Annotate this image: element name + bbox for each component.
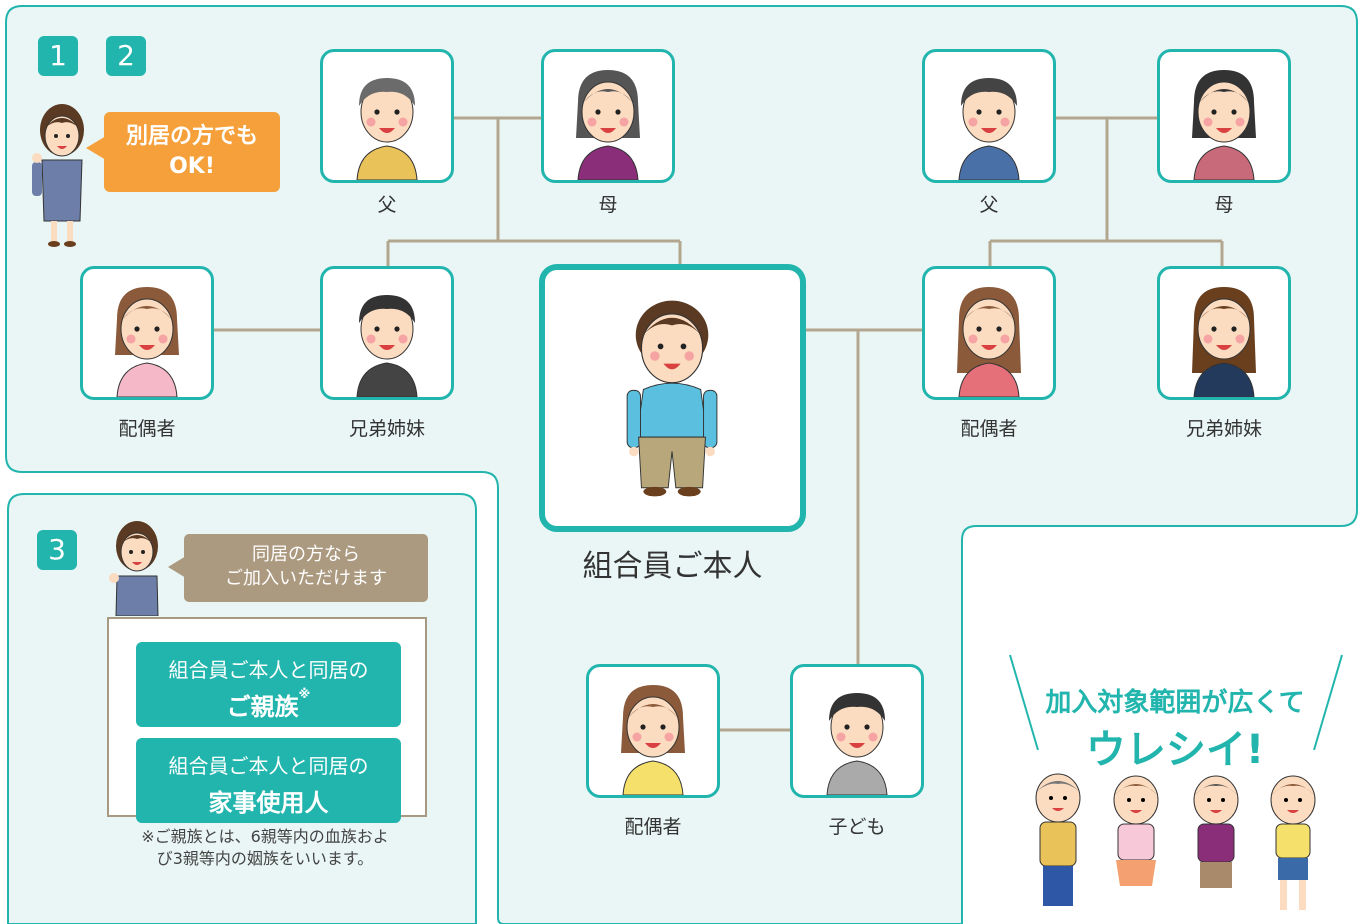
- bubble-mid-line1: 同居の方なら: [252, 544, 360, 565]
- label-child: 子ども: [828, 816, 886, 838]
- bubble-line2: OK!: [169, 154, 215, 179]
- card-member-self: [539, 264, 806, 532]
- bubble-tail-brown: [168, 556, 186, 578]
- box-domestic-employee: 組合員ご本人と同居の 家事使用人: [136, 738, 401, 823]
- member-figure-icon: [626, 300, 718, 497]
- label-sibling-left: 兄弟姉妹: [348, 418, 425, 440]
- badge-2: 2: [106, 36, 146, 76]
- bubble-separate-ok: 別居の方でも OK!: [104, 112, 280, 192]
- card-sibling-left: [320, 266, 454, 400]
- portrait-f-long-icon: [957, 287, 1021, 397]
- badge-1: 1: [38, 36, 78, 76]
- label-sibling-right: 兄弟姉妹: [1185, 418, 1262, 440]
- badge-3: 3: [37, 530, 77, 570]
- guide-woman-icon: [32, 104, 84, 247]
- portrait-f-short-icon: [115, 287, 179, 397]
- label-father-right: 父: [979, 194, 999, 216]
- portrait-f-old-icon: [576, 70, 640, 180]
- card-spouse-right: [922, 266, 1056, 400]
- label-member-self: 組合員ご本人: [582, 549, 763, 584]
- portrait-f-short2-icon: [621, 685, 685, 795]
- happy-family-group-icon: [1035, 773, 1316, 910]
- card-father-right: [922, 49, 1056, 183]
- card-spouse-left: [80, 266, 214, 400]
- footnote-line1: ※ご親族とは、6親等内の血族およ: [141, 827, 389, 846]
- connector-lines: [212, 116, 1224, 732]
- footnote: ※ご親族とは、6親等内の血族およ び3親等内の姻族をいいます。: [115, 826, 415, 870]
- box-relatives-mark: ※: [298, 687, 311, 701]
- card-mother-right: [1157, 49, 1291, 183]
- card-child: [790, 664, 924, 798]
- box-domestic-line1: 組合員ご本人と同居の: [168, 754, 369, 778]
- card-sibling-right: [1157, 266, 1291, 400]
- portrait-f-long2-icon: [1192, 287, 1256, 397]
- headline-decor-lines: [1009, 654, 1343, 751]
- headline-line2: ウレシイ!: [1085, 727, 1265, 773]
- bubble-line1: 別居の方でも: [125, 124, 258, 149]
- headline-line1: 加入対象範囲が広くて: [1045, 688, 1305, 718]
- group-person-2: [1113, 775, 1159, 886]
- box-domestic-line2: 家事使用人: [208, 789, 329, 817]
- label-spouse-left: 配偶者: [118, 418, 176, 440]
- guide-woman-icon-2: [109, 521, 159, 616]
- footnote-line2: び3親等内の姻族をいいます。: [156, 849, 374, 868]
- portrait-m-old-icon: [356, 78, 418, 180]
- label-father-left: 父: [377, 194, 397, 216]
- label-spouse-bottom: 配偶者: [624, 816, 682, 838]
- box-relatives-term: ご親族: [226, 693, 299, 721]
- card-mother-left: [541, 49, 675, 183]
- card-spouse-bottom: [586, 664, 720, 798]
- portrait-m-young-icon: [356, 295, 418, 397]
- portrait-f-old2-icon: [1192, 70, 1256, 180]
- label-mother-left: 母: [598, 194, 618, 216]
- portrait-m-old2-icon: [958, 78, 1020, 180]
- bubble-tail-orange: [86, 136, 106, 160]
- portrait-m-boy-icon: [826, 693, 888, 795]
- bubble-mid-line2: ご加入いただけます: [225, 568, 387, 589]
- group-person-4: [1270, 775, 1316, 910]
- box-relatives-line1: 組合員ご本人と同居の: [168, 658, 369, 682]
- label-spouse-right: 配偶者: [960, 418, 1018, 440]
- bubble-cohabiting: 同居の方なら ご加入いただけます: [184, 534, 428, 602]
- box-relatives-line2: ご親族※: [136, 687, 401, 722]
- group-person-3: [1193, 775, 1239, 888]
- card-father-left: [320, 49, 454, 183]
- box-cohabiting-relatives: 組合員ご本人と同居の ご親族※: [136, 642, 401, 727]
- label-mother-right: 母: [1214, 194, 1234, 216]
- group-person-1: [1035, 773, 1081, 906]
